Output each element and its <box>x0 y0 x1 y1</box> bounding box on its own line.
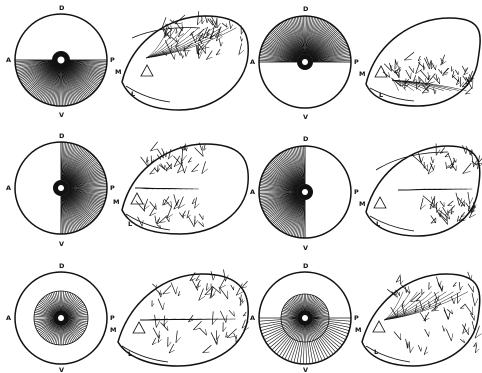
panel-6: D V A P M L <box>250 262 482 373</box>
medial-label: M <box>115 68 121 76</box>
panel-3: D V A P M L <box>6 132 248 248</box>
medial-label: M <box>359 70 365 78</box>
retina-disc <box>15 272 107 364</box>
posterior-label: P <box>110 314 115 322</box>
dorsal-label: D <box>303 5 309 13</box>
ventral-label: V <box>59 366 64 373</box>
panel-5: D V A P M L <box>6 262 249 373</box>
tectum-outline <box>122 11 248 110</box>
posterior-label: P <box>354 58 359 66</box>
retina-disc <box>259 272 351 364</box>
retina-disc <box>259 16 351 108</box>
dorsal-label: D <box>59 4 65 12</box>
dorsal-label: D <box>59 132 65 140</box>
anterior-label: A <box>6 56 11 64</box>
medial-label: M <box>359 200 365 208</box>
ventral-label: V <box>59 240 64 248</box>
tectum-outline <box>362 272 482 366</box>
panel-1: D V A P M L <box>6 4 248 119</box>
lateral-label: L <box>376 220 380 228</box>
posterior-label: P <box>354 188 359 196</box>
dorsal-label: D <box>303 262 309 270</box>
dorsal-label: D <box>303 135 309 143</box>
anterior-label: A <box>250 314 255 322</box>
panel-4: D V A P M L <box>250 135 482 252</box>
anterior-label: A <box>6 184 11 192</box>
ventral-label: V <box>303 366 308 373</box>
panel-2: D V A P M L <box>250 5 480 121</box>
posterior-label: P <box>354 314 359 322</box>
lateral-label: L <box>128 350 132 358</box>
retina-disc <box>15 142 107 234</box>
ventral-label: V <box>303 113 308 121</box>
ventral-label: V <box>59 111 64 119</box>
posterior-label: P <box>110 56 115 64</box>
lateral-label: L <box>131 90 135 98</box>
dorsal-label: D <box>59 262 65 270</box>
medial-label: M <box>113 198 119 206</box>
retina-disc <box>15 14 107 106</box>
posterior-label: P <box>110 184 115 192</box>
medial-label: M <box>110 326 116 334</box>
medial-label: M <box>355 326 361 334</box>
anterior-label: A <box>6 314 11 322</box>
lateral-label: L <box>128 220 132 228</box>
tectum-outline <box>118 269 249 366</box>
lateral-label: L <box>374 348 378 356</box>
tectum-outline <box>366 144 482 237</box>
tectum-outline <box>122 142 248 234</box>
ventral-label: V <box>303 244 308 252</box>
anterior-label: A <box>250 188 255 196</box>
anterior-label: A <box>250 58 255 66</box>
lateral-label: L <box>379 91 383 99</box>
retina-disc <box>259 146 351 238</box>
